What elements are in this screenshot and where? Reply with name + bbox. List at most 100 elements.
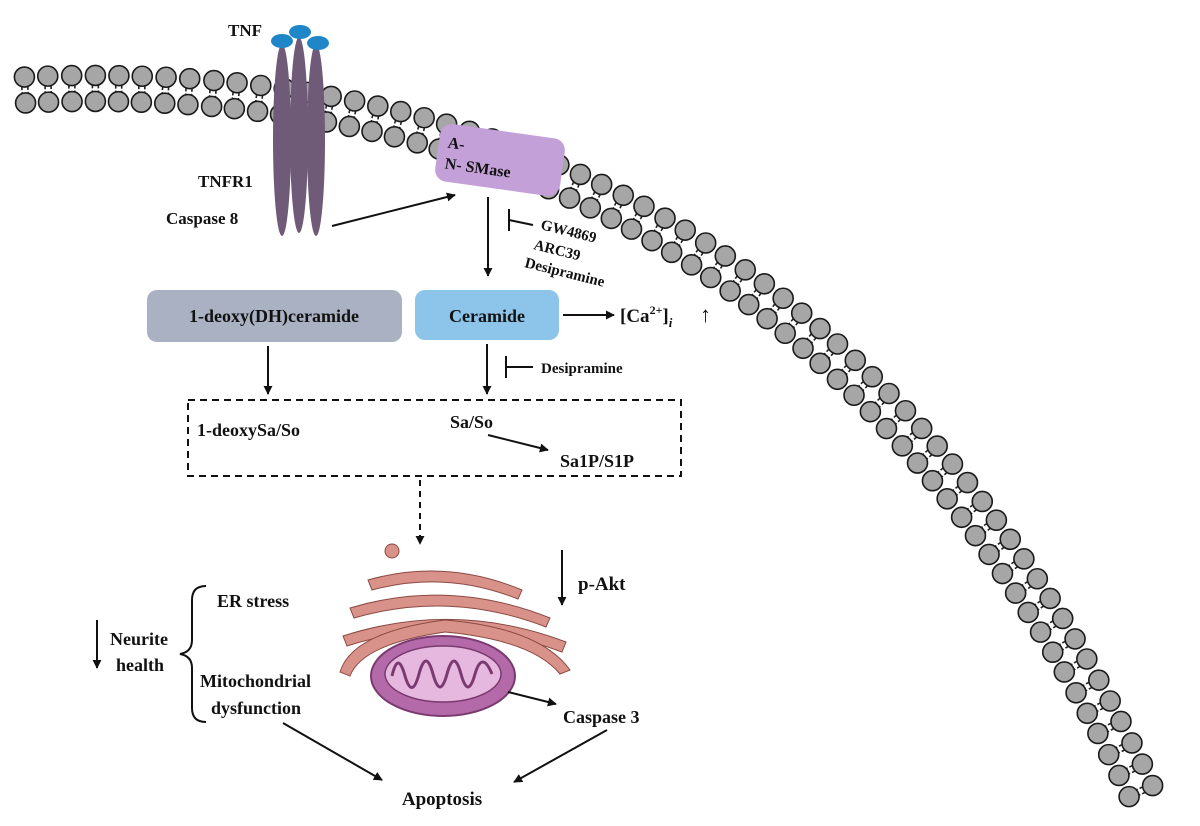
- lipid-tail: [1021, 581, 1028, 586]
- lipid-head: [674, 219, 697, 241]
- lipid-tail: [895, 419, 901, 425]
- lipid-head: [177, 93, 199, 116]
- lipid-head: [1141, 774, 1164, 797]
- lipid-head: [936, 487, 958, 510]
- sa-so-label: Sa/So: [450, 412, 493, 432]
- lipid-head: [590, 173, 613, 196]
- lipid-tail: [231, 92, 234, 99]
- lipid-head: [1029, 621, 1052, 643]
- lipid-tail: [907, 432, 913, 438]
- lipid-head: [1053, 661, 1076, 683]
- lipid-tail: [823, 348, 830, 355]
- calcium-label: [Ca2+]i: [620, 303, 673, 330]
- lipid-head: [37, 91, 60, 113]
- lipid-head: [107, 90, 130, 113]
- lipid-tail: [255, 94, 258, 102]
- lipid-head: [714, 245, 737, 267]
- lipid-tail: [673, 236, 679, 243]
- lipid-head: [200, 95, 223, 118]
- mito-to-caspase3-arrow: [507, 691, 557, 707]
- lipid-head: [246, 100, 269, 123]
- lipid-tail: [214, 90, 217, 97]
- lipid-tail: [376, 116, 380, 123]
- lipid-head: [178, 67, 201, 90]
- lipid-tail: [632, 213, 638, 220]
- lipid-head: [223, 97, 246, 120]
- tnf-ligand: [271, 25, 329, 50]
- lipid-tail: [862, 385, 868, 391]
- lipid-head: [991, 562, 1014, 585]
- lipid-tail: [678, 239, 684, 246]
- lipid-head: [61, 90, 83, 113]
- lipid-tail: [770, 303, 776, 310]
- lipid-tail: [353, 111, 357, 118]
- lipid-head: [383, 126, 406, 148]
- lipid-head: [579, 197, 602, 219]
- lipid-tail: [638, 216, 643, 223]
- lipid-head: [926, 435, 948, 457]
- lipid-tail: [1008, 561, 1015, 567]
- lipid-tail: [693, 249, 699, 256]
- lipid-tail: [984, 527, 991, 533]
- endoplasmic-reticulum-icon: [339, 543, 571, 677]
- lipid-tail: [658, 227, 664, 234]
- lipid-tail: [941, 472, 948, 478]
- lipid-head: [1065, 681, 1087, 704]
- deoxy-sa-so-label: 1-deoxySa/So: [197, 420, 300, 440]
- lipid-head: [878, 382, 900, 405]
- lipid-head: [84, 90, 107, 113]
- ceramide-label: Ceramide: [449, 306, 525, 326]
- calcium-suffix: ]: [662, 306, 668, 327]
- lipid-tail: [237, 92, 240, 100]
- mitochondrion-icon: [370, 635, 516, 717]
- lipid-tail: [653, 224, 659, 231]
- lipid-head: [774, 322, 796, 345]
- lipid-head: [809, 352, 831, 375]
- lipid-tail: [1115, 744, 1123, 749]
- lipid-tail: [1085, 686, 1092, 692]
- lipid-tail: [858, 381, 864, 387]
- lipid-head: [1017, 601, 1040, 624]
- lipid-tail: [845, 369, 852, 375]
- p-akt-label: p-Akt: [578, 574, 626, 595]
- lipid-head: [1110, 710, 1132, 733]
- lipid-head: [1039, 587, 1061, 610]
- lipid-tail: [1082, 681, 1089, 687]
- lipid-tail: [1059, 640, 1066, 646]
- deoxy-ceramide-box: [147, 290, 402, 342]
- lipid-head: [1013, 548, 1035, 570]
- lipid-tail: [1047, 620, 1054, 625]
- caspase3-to-apoptosis-arrow: [513, 729, 608, 783]
- lipid-tail: [841, 365, 847, 371]
- lipid-tail: [806, 333, 812, 340]
- lipid-head: [921, 469, 944, 492]
- lipid-head: [826, 333, 849, 355]
- lipid-tail: [1107, 728, 1114, 733]
- lipid-head: [1121, 732, 1143, 754]
- apoptosis-label: Apoptosis: [402, 789, 482, 810]
- lipid-tail: [698, 252, 704, 259]
- lipid-tail: [575, 184, 580, 191]
- lipid-tail: [399, 121, 403, 129]
- lipid-tail: [570, 181, 575, 189]
- lipid-head: [612, 184, 635, 207]
- lipid-head: [367, 95, 389, 117]
- neurite-label-line1: Neurite: [110, 629, 168, 649]
- lipid-tail: [811, 337, 817, 344]
- caspase8-to-smase-arrow: [331, 192, 456, 227]
- lipid-head: [569, 163, 592, 186]
- tnfr1-label: TNFR1: [198, 172, 253, 191]
- lipid-head: [756, 307, 778, 330]
- lipid-tail: [330, 106, 334, 113]
- lipid-tail: [981, 523, 988, 528]
- lipid-head: [641, 229, 663, 252]
- lipid-tail: [891, 414, 897, 421]
- lipid-tail: [1128, 770, 1136, 775]
- lipid-tail: [1062, 645, 1069, 651]
- lipid-tail: [879, 402, 885, 408]
- lipid-head: [36, 65, 59, 87]
- lipid-tail: [416, 126, 420, 133]
- lipid-tail: [393, 120, 397, 127]
- lipid-head: [60, 64, 83, 87]
- lipid-head: [1099, 690, 1121, 712]
